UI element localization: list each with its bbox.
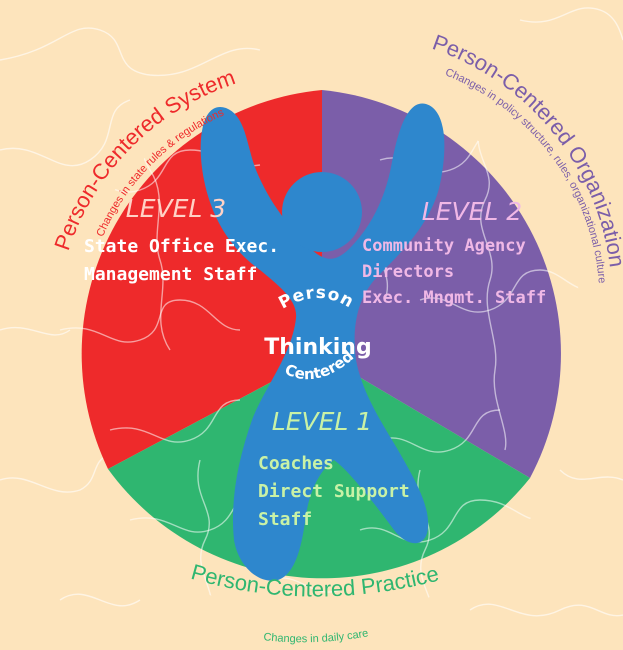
figure-body: [200, 103, 445, 581]
center-thinking: Thinking: [264, 335, 371, 360]
level3-title: LEVEL 3: [126, 194, 226, 223]
figure-head: [282, 172, 362, 252]
background-puzzle-lines: [0, 7, 623, 617]
level3-line2: Management Staff: [84, 264, 257, 285]
level2-line1: Community Agency: [362, 236, 526, 256]
level2-segment: [322, 90, 561, 478]
level1-line1: Coaches: [258, 453, 334, 474]
level2-line2: Directors: [362, 262, 454, 282]
person-figure: [200, 103, 445, 581]
level2-title: LEVEL 2: [422, 197, 522, 226]
level1-title: LEVEL 1: [272, 407, 372, 436]
level1-line3: Staff: [258, 509, 312, 530]
level1-line2: Direct Support: [258, 481, 410, 502]
level2-line3: Exec. Mngmt. Staff: [362, 288, 546, 308]
level3-line1: State Office Exec.: [84, 236, 279, 257]
